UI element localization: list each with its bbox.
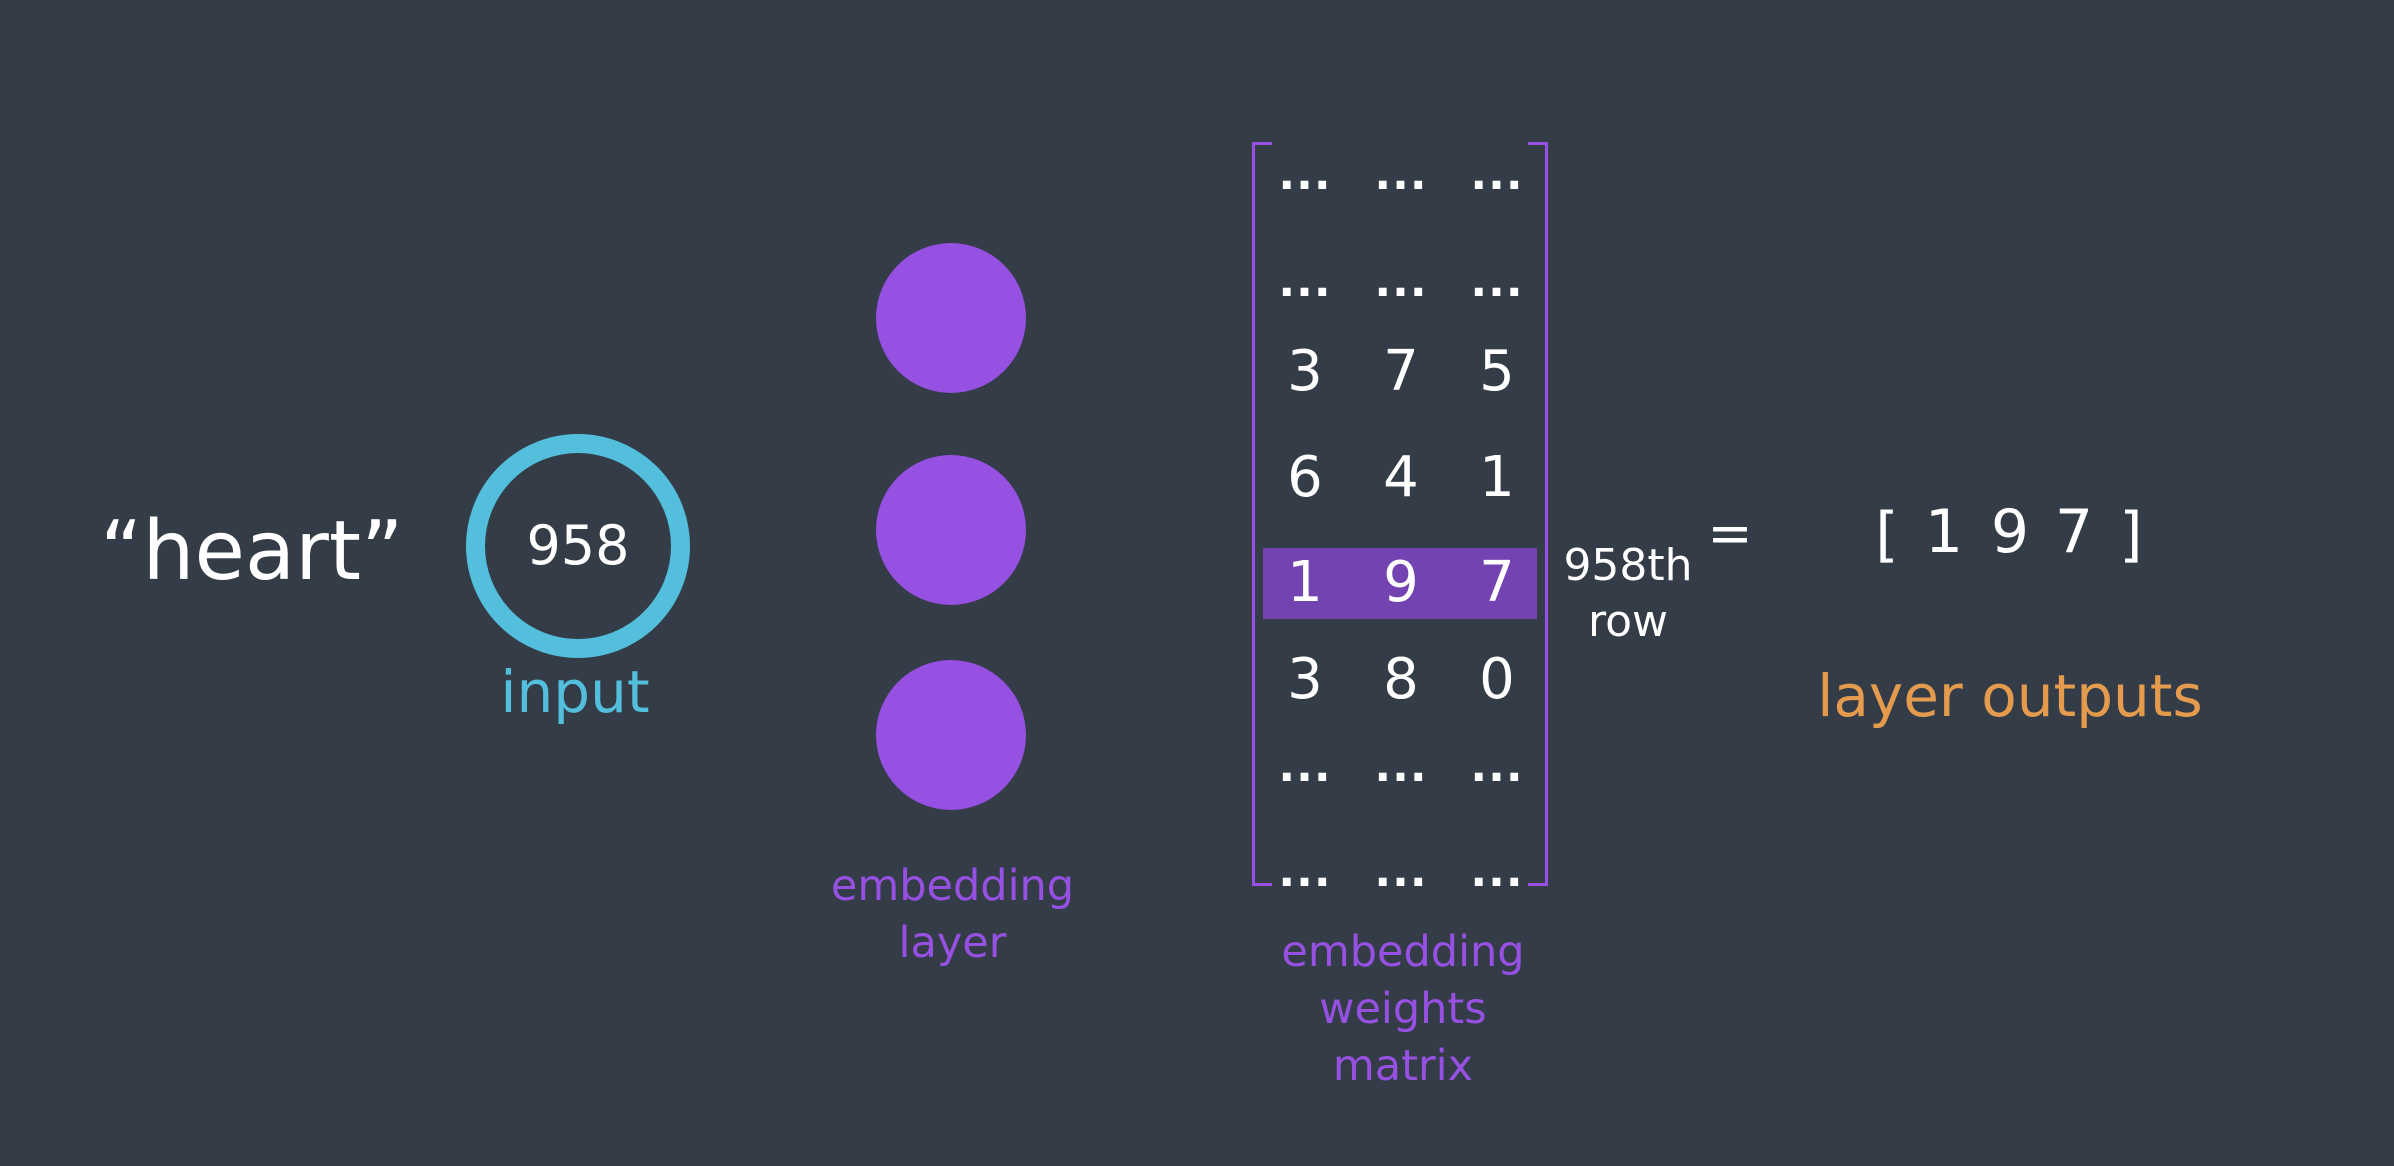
matrix-cell: ... bbox=[1470, 741, 1524, 792]
embedding-layer-label: embedding layer bbox=[790, 858, 1115, 972]
layer-outputs-label: layer outputs bbox=[1817, 662, 2203, 730]
matrix-cell: 8 bbox=[1383, 647, 1419, 712]
matrix-cell: 3 bbox=[1287, 647, 1323, 712]
matrix-cell: 0 bbox=[1479, 647, 1515, 712]
input-word: “heart” bbox=[100, 504, 404, 599]
matrix-label-line: weights bbox=[1319, 984, 1487, 1034]
matrix-right-bracket bbox=[1528, 142, 1548, 886]
matrix-cell: ... bbox=[1278, 256, 1332, 307]
matrix-cell: ... bbox=[1374, 846, 1428, 897]
matrix-cell: 5 bbox=[1479, 339, 1515, 404]
embedding-layer-label-line: embedding bbox=[830, 861, 1075, 911]
input-label: input bbox=[500, 658, 650, 726]
matrix-cell: 6 bbox=[1287, 445, 1323, 510]
matrix-cell: 3 bbox=[1287, 339, 1323, 404]
output-value: 7 bbox=[2054, 497, 2094, 567]
matrix-label: embedding weights matrix bbox=[1228, 924, 1578, 1095]
equals-sign: = bbox=[1707, 502, 1753, 565]
matrix-cell: ... bbox=[1278, 741, 1332, 792]
matrix-cell: ... bbox=[1470, 149, 1524, 200]
matrix-cell: 1 bbox=[1479, 445, 1515, 510]
matrix-left-bracket bbox=[1252, 142, 1272, 886]
matrix-label-line: embedding bbox=[1281, 927, 1525, 977]
matrix-cell: ... bbox=[1278, 149, 1332, 200]
embedding-node bbox=[876, 243, 1026, 393]
matrix-label-line: matrix bbox=[1332, 1041, 1474, 1091]
embedding-weights-matrix bbox=[1252, 142, 1548, 886]
matrix-cell: 9 bbox=[1383, 550, 1419, 615]
embedding-node bbox=[876, 660, 1026, 810]
matrix-cell: 4 bbox=[1383, 445, 1419, 510]
row-index-label-line: 958th bbox=[1563, 540, 1693, 591]
matrix-cell: ... bbox=[1470, 846, 1524, 897]
output-close-bracket: ] bbox=[2119, 500, 2143, 570]
matrix-cell: ... bbox=[1374, 256, 1428, 307]
matrix-cell: 7 bbox=[1479, 550, 1515, 615]
row-index-label: 958th row bbox=[1558, 538, 1698, 650]
highlighted-row bbox=[1263, 548, 1537, 619]
matrix-cell: ... bbox=[1374, 149, 1428, 200]
matrix-cell: 1 bbox=[1287, 550, 1323, 615]
output-open-bracket: [ bbox=[1875, 500, 1899, 570]
matrix-cell: ... bbox=[1470, 256, 1524, 307]
output-value: 1 bbox=[1924, 497, 1964, 567]
input-index-ring: 958 bbox=[466, 434, 690, 658]
input-index-value: 958 bbox=[526, 514, 630, 577]
embedding-layer-label-line: layer bbox=[898, 918, 1007, 968]
matrix-cell: ... bbox=[1278, 846, 1332, 897]
embedding-node bbox=[876, 455, 1026, 605]
matrix-cell: 7 bbox=[1383, 339, 1419, 404]
row-index-label-line: row bbox=[1587, 596, 1669, 647]
matrix-cell: ... bbox=[1374, 741, 1428, 792]
output-value: 9 bbox=[1990, 497, 2030, 567]
